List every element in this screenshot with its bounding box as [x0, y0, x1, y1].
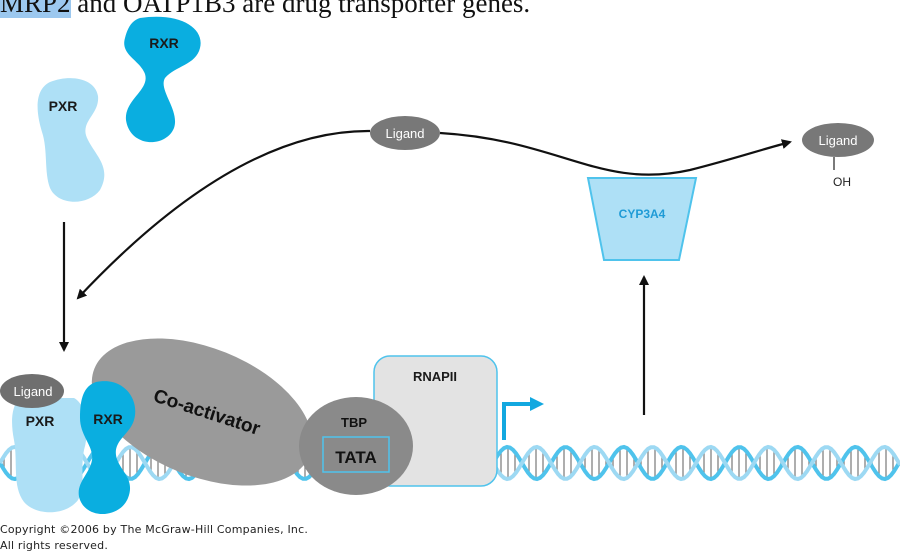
caption-rest: and OATP1B3 are drug transporter genes. — [70, 0, 531, 18]
rxr-free-shape — [124, 16, 201, 143]
transcription-arrow — [502, 397, 544, 440]
ligand-bound-label: Ligand — [13, 384, 52, 399]
ligand-right-label: Ligand — [818, 133, 857, 148]
caption-highlight: MRP2 — [0, 0, 71, 18]
oh-label: OH — [833, 175, 851, 189]
pxr-bound-label: PXR — [26, 413, 55, 429]
rnapii-label: RNAPII — [413, 369, 457, 384]
pxr-bound-shape — [12, 398, 87, 513]
cyp3a4-shape — [586, 177, 698, 261]
tata-label: TATA — [335, 448, 377, 467]
copyright-line-2: All rights reserved. — [0, 539, 109, 552]
tbp-label: TBP — [341, 415, 367, 430]
pxr-free-shape — [37, 78, 105, 202]
ligand-top-label: Ligand — [385, 126, 424, 141]
rxr-bound-label: RXR — [93, 411, 123, 427]
caption-text: MRP2 and OATP1B3 are drug transporter ge… — [0, 0, 530, 19]
ligand-bound-oval — [0, 374, 64, 408]
rxr-bound-shape — [78, 381, 136, 515]
ligand-top-oval — [370, 116, 440, 150]
rxr-free-label: RXR — [149, 35, 179, 51]
tbp-shape — [299, 397, 413, 495]
arrow-ligand-to-oh — [439, 131, 792, 176]
copyright-line-1: Copyright ©2006 by The McGraw-Hill Compa… — [0, 523, 309, 536]
arrow-ligand-to-pxr — [76, 129, 371, 300]
ligand-right-oval — [802, 123, 874, 157]
coactivator-shape — [91, 338, 313, 486]
pxr-free-label: PXR — [49, 98, 78, 114]
tata-box — [322, 436, 390, 473]
cyp3a4-label: CYP3A4 — [619, 207, 666, 221]
